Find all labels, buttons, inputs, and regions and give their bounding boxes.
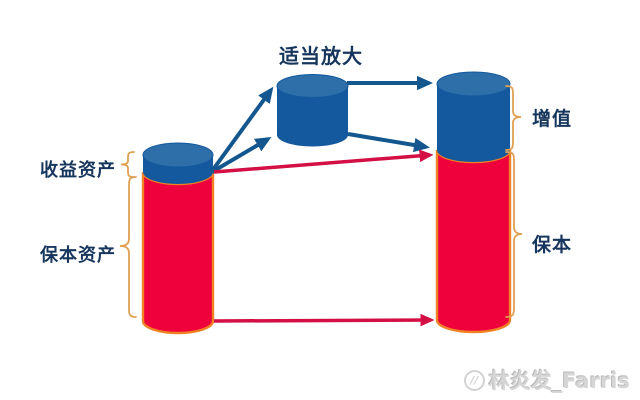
brace-principal-assets [119,176,137,318]
left-cylinder-top [142,142,214,168]
income-assets-label: 收益资产 [40,160,116,181]
arrow-principal-bottom-transfer [213,313,435,327]
watermark-text: 林炎发_Farris [488,369,630,393]
circle-slashes-icon: // [463,369,485,391]
guarantee-label: 保本 [532,234,573,256]
top-label: 适当放大 [279,44,363,68]
brace-income-assets [120,151,135,178]
arrow-left-to-middle-upper [210,86,274,173]
arrow-middle-to-right-lower [347,132,430,153]
flow-arrows [210,75,435,327]
left-cylinder [141,142,215,335]
brace-guarantee [505,151,523,318]
middle-cylinder-body [277,86,348,147]
right-cylinder-top [436,71,511,97]
arrow-left-to-middle-lower [210,136,272,174]
arrow-principal-top-transfer [213,149,434,174]
watermark: // 林炎发_Farris [463,365,630,395]
appreciation-label: 增值 [532,108,573,130]
right-cylinder [435,71,512,334]
right-cylinder-principal-segment [435,149,512,334]
right-cylinder-appreciation-segment [437,84,510,162]
braces [119,85,523,318]
middle-cylinder [276,74,349,147]
left-cylinder-principal-segment [141,171,215,335]
brace-appreciation [505,85,522,151]
middle-cylinder-top [276,74,349,98]
principal-assets-label: 保本资产 [40,245,116,266]
